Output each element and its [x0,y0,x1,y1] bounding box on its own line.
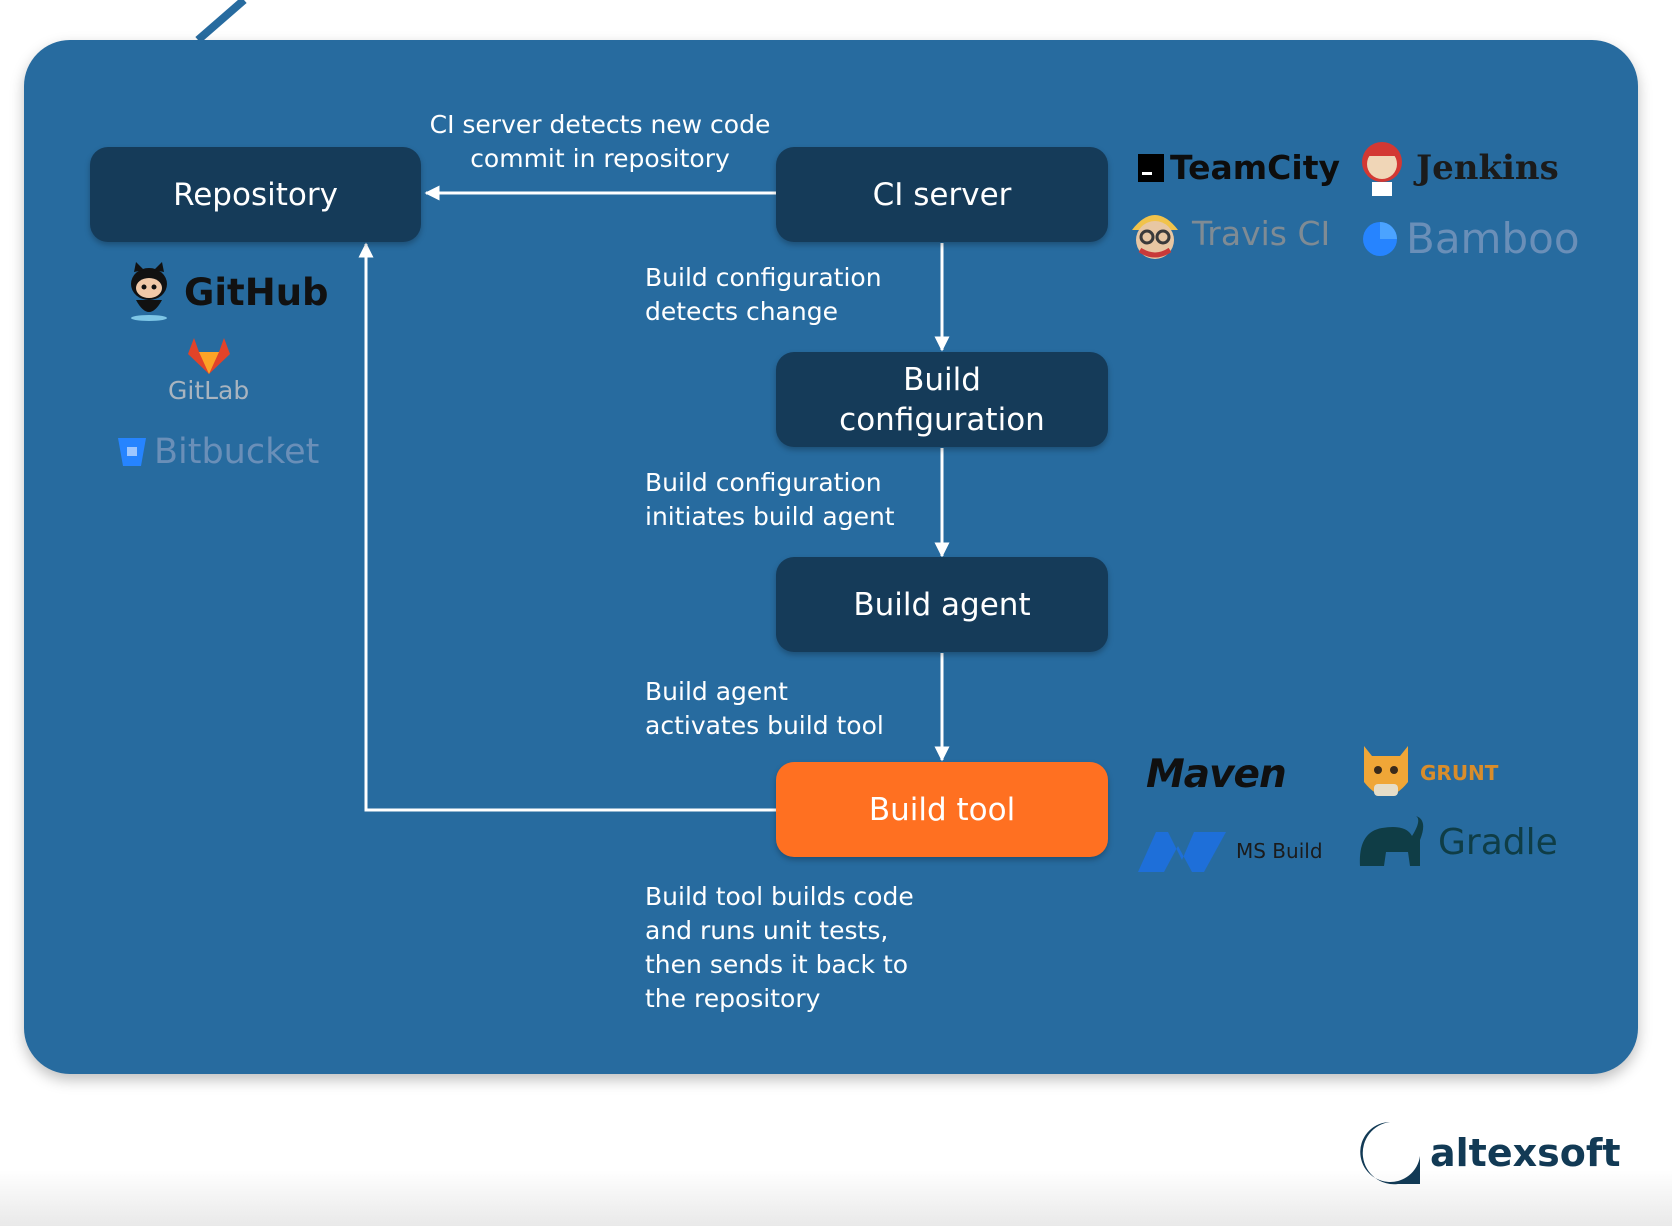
bitbucket-bucket-icon [118,438,146,466]
gradle-logo: Gradle [1356,814,1558,870]
altexsoft-brand-text: altexsoft [1430,1131,1621,1175]
corner-decoration-line [195,0,247,44]
build-configuration-node: Build configuration [776,352,1108,447]
travis-mascot-icon [1132,215,1178,259]
travis-ci-logo: Travis CI [1126,204,1330,262]
bamboo-swirl-icon [1363,221,1397,256]
teamcity-logo-text: TeamCity [1170,148,1340,187]
jenkins-logo: Jenkins [1358,138,1559,198]
teamcity-square-icon [1138,153,1164,182]
altexsoft-mark-icon [1360,1122,1420,1185]
gradle-logo-text: Gradle [1438,821,1558,863]
teamcity-logo: TeamCity [1138,148,1340,187]
note-ci-detects-commit: CI server detects new code commit in rep… [429,110,771,173]
note-config-detects-change: Build configuration detects change [645,263,882,326]
grunt-logo: GRUNT [1358,738,1498,808]
maven-logo: Maven [1146,752,1287,797]
jenkins-butler-icon [1362,142,1402,196]
gitlab-fox-icon [187,338,230,374]
ms-build-wave-icon [1138,832,1226,872]
note-agent-activates-tool: Build agent activates build tool [645,677,884,740]
altexsoft-brand: altexsoft [1358,1120,1621,1186]
page-bottom-shade [0,1170,1672,1226]
gradle-elephant-icon [1359,816,1424,866]
bitbucket-logo-text: Bitbucket [154,432,320,472]
gitlab-logo: GitLab [168,336,249,405]
note-config-initiates-agent: Build configuration initiates build agen… [645,468,895,531]
repository-node: Repository [90,147,421,242]
bamboo-logo: Bamboo [1360,214,1580,263]
octocat-icon [131,262,167,321]
grunt-boar-icon [1364,746,1408,796]
gitlab-logo-text: GitLab [168,376,250,405]
bitbucket-logo: Bitbucket [116,432,319,472]
bamboo-logo-text: Bamboo [1406,214,1580,263]
arrow-tool-to-repository [358,242,776,812]
ms-build-logo-text: MS Build [1236,839,1323,863]
ci-server-node: CI server [776,147,1108,242]
ms-build-logo: MS Build [1134,826,1323,876]
note-tool-builds-code: Build tool builds code and runs unit tes… [645,882,914,1013]
jenkins-logo-text: Jenkins [1416,148,1559,188]
build-tool-node: Build tool [776,762,1108,857]
maven-logo-text: Maven [1146,752,1287,797]
github-logo: GitHub [124,262,329,322]
grunt-logo-text: GRUNT [1420,761,1499,785]
travis-ci-logo-text: Travis CI [1192,213,1331,253]
build-agent-node: Build agent [776,557,1108,652]
github-logo-text: GitHub [184,270,329,314]
